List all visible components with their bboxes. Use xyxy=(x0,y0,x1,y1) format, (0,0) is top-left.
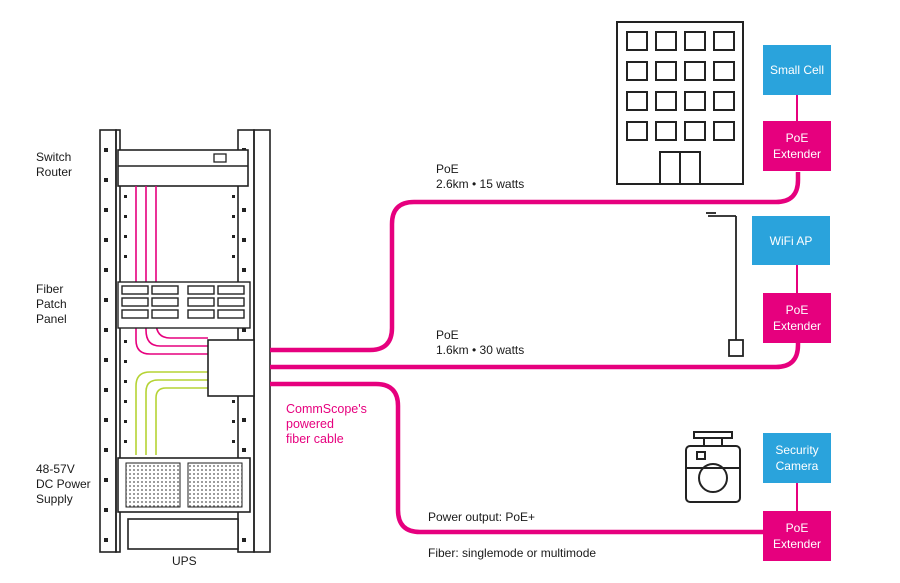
junction-box xyxy=(207,339,255,397)
switch-router-unit xyxy=(117,149,249,187)
link-3-fiber-type: Fiber: singlemode or multimode xyxy=(428,546,597,560)
link-1-title: PoE xyxy=(436,162,459,176)
poe-extender-box-2: PoE Extender xyxy=(763,293,831,343)
fiber-cords xyxy=(135,371,208,455)
cable-to-wifi-ap xyxy=(270,338,801,370)
powered-fiber-cables xyxy=(270,172,801,535)
powered-fiber-cable-label: CommScope's powered fiber cable xyxy=(286,402,367,446)
link-3-power-output: Power output: PoE+ xyxy=(428,510,536,524)
link-1-details: 2.6km • 15 watts xyxy=(436,177,525,191)
cable-to-small-cell xyxy=(270,172,801,353)
dc-power-supply-unit xyxy=(117,457,251,513)
link-2-details: 1.6km • 30 watts xyxy=(436,343,525,357)
wifi-ap-box: WiFi AP xyxy=(752,216,830,265)
building-icon xyxy=(616,21,744,185)
poe-extender-box-1: PoE Extender xyxy=(763,121,831,171)
security-camera-box: Security Camera xyxy=(763,433,831,483)
fiber-patch-panel xyxy=(117,281,251,329)
patch-cords xyxy=(135,186,208,355)
fiber-patch-panel-label: Fiber Patch Panel xyxy=(36,282,67,326)
camera-icon xyxy=(685,431,741,503)
cable-to-security-camera xyxy=(270,381,766,535)
street-pole-icon xyxy=(706,212,744,357)
switch-router-label: Switch Router xyxy=(36,150,73,179)
dc-power-supply-label: 48-57V DC Power Supply xyxy=(36,462,91,506)
link-2-title: PoE xyxy=(436,328,459,342)
ups-label: UPS xyxy=(172,554,197,568)
small-cell-box: Small Cell xyxy=(763,45,831,95)
poe-extender-box-3: PoE Extender xyxy=(763,511,831,561)
ups-unit xyxy=(127,518,239,550)
